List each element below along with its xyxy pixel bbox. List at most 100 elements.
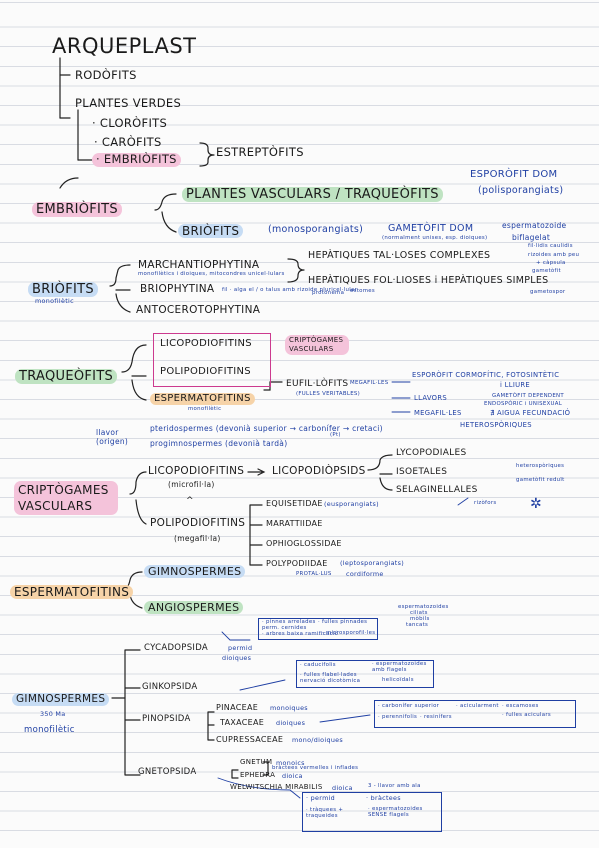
polypodiidae: POLYPODIIDAE (266, 559, 328, 568)
caret-icon: ^ (186, 496, 194, 506)
estreptofits-label: ESTREPTÒFITS (216, 145, 304, 159)
pino-box-3: · resinífers (420, 714, 452, 720)
biflagelat: biflagelat (512, 233, 551, 242)
cupressaceae: CUPRESSACEAE (216, 735, 284, 744)
gimnospermes-age: 350 Ma (40, 710, 66, 718)
progimnospermes: progimnospermes (devonià tardà) (150, 439, 288, 448)
endosporic: ENDOSPÒRIC i UNISEXUAL (484, 401, 563, 407)
gnetum: GNETUM (240, 758, 273, 766)
cordiforme: cordiforme (346, 570, 384, 578)
pinopsida-box (374, 700, 576, 728)
briofits-branch: BRIÒFITS (178, 224, 244, 238)
llavors-note: LLAVORS (414, 394, 447, 402)
cycado-permid: permid (228, 644, 253, 652)
fil-note-3: + càpsula (536, 260, 566, 266)
esporofit-cormofitic: ESPORÒFIT CORMOFÍTIC, FOTOSINTÈTIC (412, 371, 560, 379)
llavor-origen: llavor (origen) (96, 428, 129, 446)
pino-box-1: · carbonífer superior (378, 703, 440, 709)
no-aigua-fecundacio: ∄ AIGUA FECUNDACIÓ (490, 409, 571, 417)
plantes-verdes-label: PLANTES VERDES (75, 96, 182, 110)
pinopsida: PINOPSIDA (142, 714, 191, 724)
megafilla: (megafil·la) (174, 534, 221, 543)
taxaceae: TAXACEAE (220, 718, 265, 727)
cycado-right-1: espermatozoides (398, 604, 449, 610)
monosporangiats: (monosporangiats) (268, 224, 364, 235)
pino-box-2: · perennifolis (378, 714, 418, 720)
embriofits-heading: EMBRIÒFITS (32, 202, 122, 217)
hepatiques-folloses: HEPÀTIQUES FOL·LIOSES i HEPÀTIQUES SIMPL… (308, 275, 549, 286)
rodofits-label: RODÒFITS (75, 68, 137, 82)
cycado-box-5: · microsporofil·les (322, 630, 376, 636)
gneto-box-4: · espermatozoides SENSE flagels (368, 806, 423, 819)
protallus: PROTAL·LUS (296, 571, 332, 577)
eufillofits: EUFIL·LÒFITS (286, 379, 349, 389)
angiospermes-branch: ANGIOSPERMES (144, 601, 244, 614)
gametofit-reduit: gametòfit reduït (516, 477, 565, 483)
ginkopsida: GINKOPSIDA (142, 682, 198, 692)
embriofits-item: · EMBRIÒFITS (92, 153, 181, 167)
pino-box-6: · fulles aciculars (502, 712, 551, 718)
welwitschia-dioica: dioica (332, 784, 353, 792)
lycopodiales: LYCOPODIALES (396, 448, 467, 458)
espermatozoide: espermatozoide (502, 221, 567, 230)
criptogames-heading: CRIPTÒGAMES VASCULARS (14, 481, 118, 516)
gneto-box-3: · tràquees + traqueides (306, 807, 344, 820)
ginko-box-1: · caducifolis (300, 662, 336, 668)
cycado-right-3: mòbils (410, 616, 430, 622)
ophioglossidae: OPHIOGLOSSIDAE (266, 539, 342, 548)
gneto-box-1: · permid (306, 794, 336, 802)
microfilla: (microfil·la) (168, 480, 215, 489)
selaginella-sketch-icon: ✲ (530, 496, 543, 512)
cycadopsida-box (258, 618, 378, 640)
megafilles-note-2: MEGAFIL·LES (414, 409, 462, 417)
ginko-box-3: · fulles flabel·lades nervació dicotòmic… (300, 672, 361, 685)
page-title: ARQUEPLAST (52, 34, 197, 58)
welwitschia: WELWITSCHIA MIRABILIS (230, 783, 323, 791)
gimnospermes-monofiletic: monofilètic (24, 725, 75, 735)
marattiidae: MARATTIIDAE (266, 519, 323, 528)
espermatofitins-item: ESPERMATOFITINS (150, 393, 255, 405)
heterosporiques-note: heterospòriques (516, 463, 565, 469)
gnetopsida-box (302, 792, 442, 832)
pino-box-5: · escamoses (502, 703, 539, 709)
cupressaceae-mono-dioiques: mono/dioiques (292, 736, 344, 744)
criptogames-tag: CRIPTÒGAMES VASCULARS (285, 335, 349, 356)
pteridospermes-note: (Pt) (330, 432, 341, 438)
pinaceae-monoiques: monoiques (270, 704, 308, 712)
bryophytina-note: fil · alga el / o talus amb rizoide plur… (222, 287, 358, 293)
selaginellales: SELAGINELLALES (396, 485, 478, 495)
anthocerotophytina: ANTOCEROTOPHYTINA (136, 304, 261, 316)
pteridospermes: pteridospermes (devonià superior → carbo… (150, 424, 383, 433)
taxaceae-dioiques: dioiques (276, 719, 306, 727)
pino-box-4: · acicularment (456, 703, 499, 709)
gametofit-dom: GAMETÒFIT DOM (388, 223, 474, 234)
estomes: estomes (350, 288, 376, 294)
cycadopsida: CYCADOPSIDA (144, 643, 209, 653)
espermatofitins-monofiletic: monofilètic (188, 406, 222, 412)
cycado-box-2: · fulles pinnades (318, 619, 368, 625)
cycado-box-4: · arbres baixa ramificació (262, 631, 339, 637)
licopodiofitins-branch: LICOPODIOFITINS (148, 465, 245, 477)
briofits-heading: BRIÒFITS (28, 282, 98, 297)
polisporangiats: (polisporangiats) (478, 185, 564, 196)
cycado-box-3: perm. cernides (262, 625, 307, 631)
ephedra: EPHEDRA (240, 771, 276, 779)
eusporangiats: (eusporangiats) (324, 500, 379, 508)
gneto-note-2: 3 - llavor amb ala (368, 783, 421, 789)
i-lliure: i LLIURE (500, 381, 531, 389)
ephedra-dioica: dioica (282, 772, 303, 780)
ginkopsida-box (296, 660, 434, 688)
bryophytina: BRIOPHYTINA (140, 283, 215, 295)
fil-note-4: gametòfit (532, 268, 561, 274)
rizofors: rizòfors (474, 500, 497, 506)
ginko-box-4: helicoïdals (382, 677, 414, 683)
cycado-dioiques: dioiques (222, 654, 252, 662)
fulles-veritables: (FULLES VERITABLES) (296, 391, 361, 397)
espermatofitins-heading: ESPERMATOFITINS (10, 585, 134, 599)
megafilles-note: MEGAFIL·LES (350, 380, 389, 386)
polipodiofitins-item: POLIPODIOFITINS (160, 366, 251, 377)
cycado-box-1: · pinnes arrelades (262, 619, 316, 625)
gimnospermes-branch: GIMNOSPERMES (144, 565, 246, 578)
pinaceae: PINACEAE (216, 703, 259, 712)
